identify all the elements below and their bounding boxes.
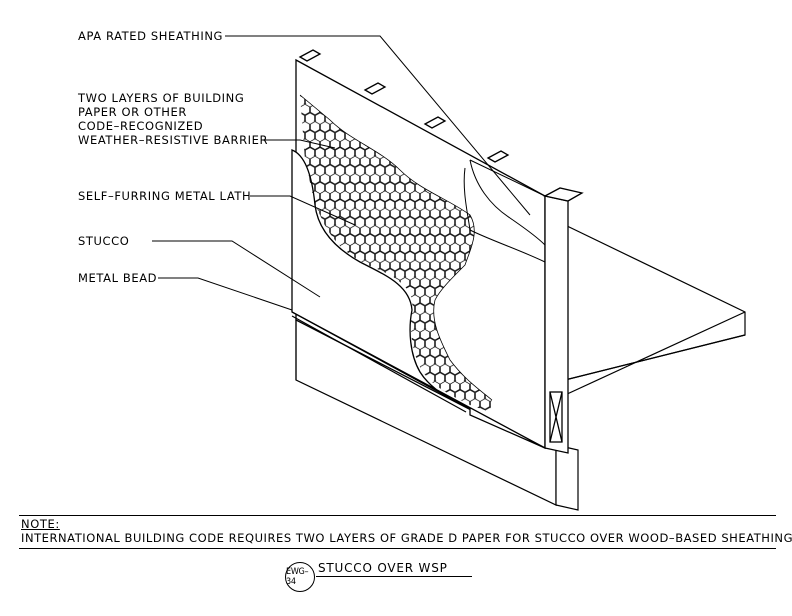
- drawing-title: STUCCO OVER WSP: [318, 561, 448, 575]
- label-bead: METAL BEAD: [78, 271, 157, 285]
- label-paper-2: PAPER OR OTHER: [78, 105, 187, 119]
- label-stucco: STUCCO: [78, 234, 129, 248]
- metal-bead: [291, 311, 469, 413]
- stud-tops: [298, 49, 510, 163]
- note-title: NOTE:: [21, 517, 60, 531]
- drawing-title-underline: [316, 576, 472, 577]
- label-sheathing: APA RATED SHEATHING: [78, 29, 223, 43]
- end-stud: [543, 187, 584, 454]
- label-paper-3: CODE–RECOGNIZED: [78, 119, 203, 133]
- stucco-layer: [291, 149, 546, 449]
- floor-slab: [564, 224, 746, 396]
- label-paper-1: TWO LAYERS OF BUILDING: [77, 91, 244, 105]
- drawing-number-badge: EWG–34: [285, 562, 315, 592]
- note-box: NOTE: INTERNATIONAL BUILDING CODE REQUIR…: [19, 515, 792, 549]
- label-lath: SELF–FURRING METAL LATH: [78, 189, 251, 203]
- leader-lines: [152, 35, 531, 311]
- label-paper-4: WEATHER–RESISTIVE BARRIER: [78, 133, 268, 147]
- note-text: INTERNATIONAL BUILDING CODE REQUIRES TWO…: [21, 531, 792, 545]
